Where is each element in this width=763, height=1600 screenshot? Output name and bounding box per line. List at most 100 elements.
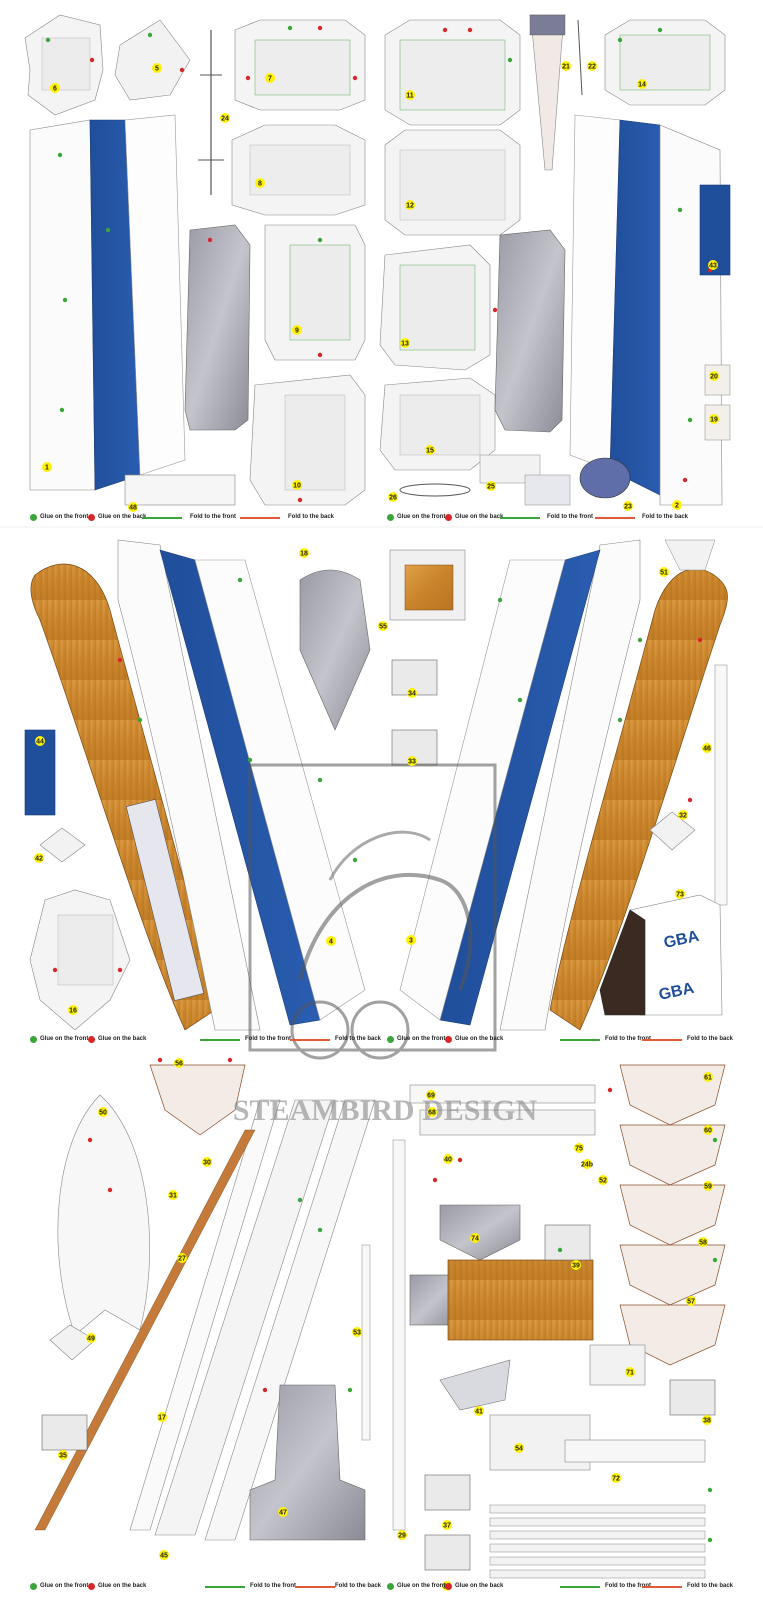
fold-front-line <box>200 1039 240 1041</box>
part-label-3: 3 <box>406 935 416 945</box>
part-label-text: 15 <box>426 447 434 454</box>
fold-front-line <box>205 1586 245 1588</box>
legend-fold-back: Fold to the back <box>335 1036 382 1042</box>
glue-front-dot <box>30 514 37 521</box>
part-label-37: 37 <box>442 1520 452 1530</box>
part-label-text: 19 <box>710 416 718 423</box>
part-label-text: 18 <box>300 550 308 557</box>
part-label-badge <box>698 1237 708 1247</box>
part-label-badge <box>703 1181 713 1191</box>
part-label-badge <box>299 548 309 558</box>
glue-markers <box>45 25 718 1543</box>
part-label-badge <box>474 1406 484 1416</box>
part-label-43: 43 <box>708 260 718 270</box>
legend-glue-back: Glue on the back <box>98 1036 147 1042</box>
part-label-badge <box>50 83 60 93</box>
part-label-badge <box>220 113 230 123</box>
part-label-badge <box>352 1327 362 1337</box>
part-label-24: 24 <box>220 113 230 123</box>
part-label-text: 56 <box>175 1060 183 1067</box>
part-label-badge <box>34 853 44 863</box>
part-label-text: 4 <box>329 938 333 945</box>
part-label-badge <box>582 1159 592 1169</box>
part-label-text: 17 <box>158 1414 166 1421</box>
part-label-text: 72 <box>612 1475 620 1482</box>
part-label-5: 5 <box>152 63 162 73</box>
part-label-badge <box>177 1253 187 1263</box>
part-label-badge <box>678 810 688 820</box>
legend-glue-front: Glue on the front <box>397 514 446 520</box>
part-label-75: 75 <box>574 1143 584 1153</box>
fold-front-line <box>560 1586 600 1588</box>
part-label-text: 29 <box>398 1532 406 1539</box>
section-3 <box>34 1064 726 1579</box>
part-label-42: 42 <box>34 853 44 863</box>
part-label-72: 72 <box>611 1473 621 1483</box>
part-label-text: 13 <box>401 340 409 347</box>
part-label-badge <box>659 567 669 577</box>
part-label-text: 38 <box>703 1417 711 1424</box>
part-label-badge <box>598 1175 608 1185</box>
part-label-badge <box>406 935 416 945</box>
part-label-badge <box>278 1507 288 1517</box>
part-label-text: 33 <box>408 758 416 765</box>
part-label-badge <box>405 200 415 210</box>
part-label-22: 22 <box>587 61 597 71</box>
part-label-text: 21 <box>562 63 570 70</box>
legend-fold-front: Fold to the front <box>245 1036 291 1042</box>
part-label-badge <box>397 1530 407 1540</box>
part-label-text: 75 <box>575 1145 583 1152</box>
part-label-54: 54 <box>514 1443 524 1453</box>
part-label-15: 15 <box>425 445 435 455</box>
glue-front-dot <box>30 1583 37 1590</box>
part-label-badge <box>265 73 275 83</box>
part-label-24b: 24b <box>581 1159 593 1169</box>
part-label-text: 35 <box>59 1452 67 1459</box>
glue-back-dot <box>88 514 95 521</box>
part-label-text: 39 <box>572 1262 580 1269</box>
glue-front-dot <box>387 514 394 521</box>
part-label-badge <box>571 1260 581 1270</box>
part-label-badge <box>292 325 302 335</box>
part-label-55: 55 <box>378 621 388 631</box>
part-label-text: 34 <box>408 690 416 697</box>
part-label-21: 21 <box>561 61 571 71</box>
part-label-48: 48 <box>128 502 138 512</box>
part-label-33: 33 <box>407 756 417 766</box>
part-label-badge <box>637 79 647 89</box>
legend-row-1: Glue on the front Glue on the back Fold … <box>30 511 760 525</box>
part-label-badge <box>587 61 597 71</box>
part-label-text: 20 <box>710 373 718 380</box>
part-label-text: 24b <box>581 1161 593 1168</box>
part-label-text: 49 <box>87 1335 95 1342</box>
part-label-6: 6 <box>50 83 60 93</box>
part-label-11: 11 <box>405 90 415 100</box>
part-label-text: 16 <box>69 1007 77 1014</box>
part-label-text: 40 <box>444 1156 452 1163</box>
part-label-text: 53 <box>353 1329 361 1336</box>
part-label-60: 60 <box>703 1125 713 1135</box>
fold-back-line <box>595 517 635 519</box>
part-label-59: 59 <box>703 1181 713 1191</box>
part-label-text: 3 <box>409 937 413 944</box>
part-label-41: 41 <box>474 1406 484 1416</box>
fold-back-line <box>295 1586 335 1588</box>
part-label-12: 12 <box>405 200 415 210</box>
legend-fold-back: Fold to the back <box>687 1036 734 1042</box>
legend-glue-back: Glue on the back <box>98 1583 147 1589</box>
part-label-text: 43 <box>709 262 717 269</box>
part-label-text: 45 <box>160 1552 168 1559</box>
part-label-text: 32 <box>679 812 687 819</box>
part-label-2: 2 <box>672 500 682 510</box>
part-label-47: 47 <box>278 1507 288 1517</box>
fold-front-line <box>500 517 540 519</box>
part-label-badge <box>152 63 162 73</box>
glue-back-dot <box>88 1036 95 1043</box>
part-label-17: 17 <box>157 1412 167 1422</box>
glue-front-dot <box>30 1036 37 1043</box>
part-label-30: 30 <box>202 1157 212 1167</box>
part-label-40: 40 <box>443 1154 453 1164</box>
legend-fold-front: Fold to the front <box>605 1036 651 1042</box>
